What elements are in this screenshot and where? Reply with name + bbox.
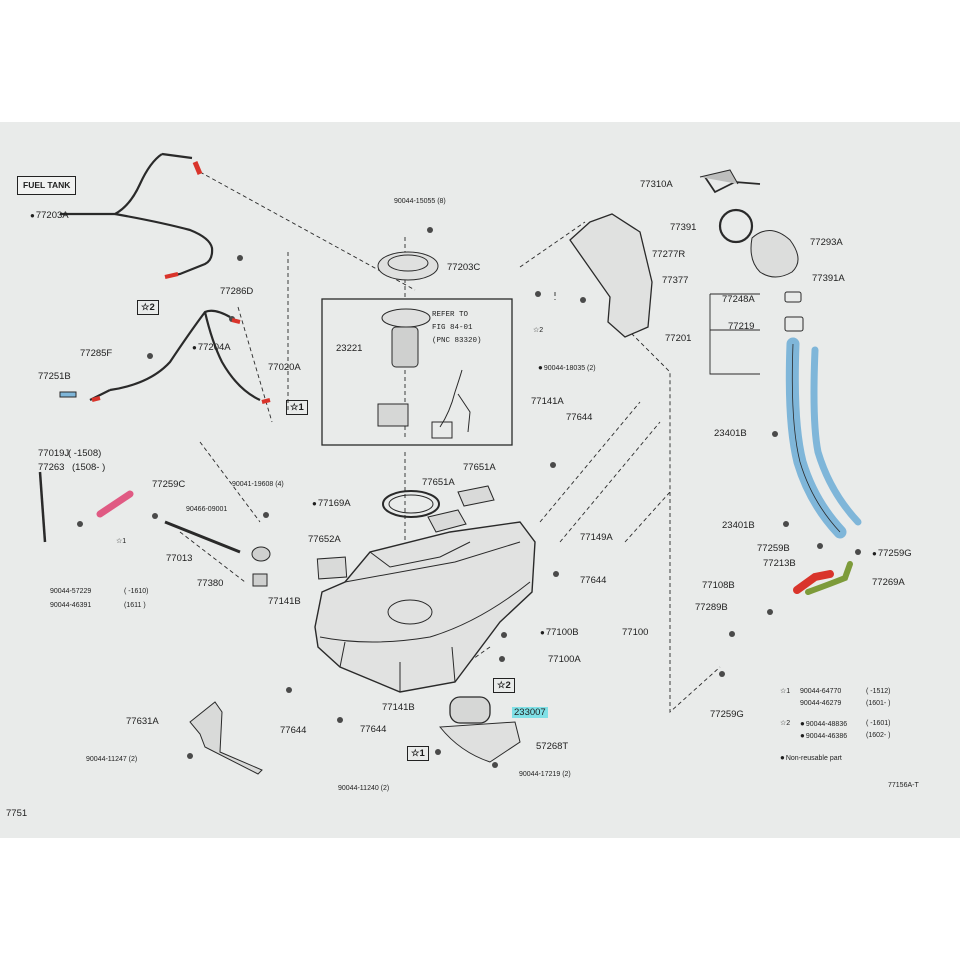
part-label-77269A[interactable]: 77269A [872, 577, 905, 588]
part-label-77310A[interactable]: 77310A [640, 179, 673, 190]
legend-star1-pn2: 90044-46279 [800, 700, 842, 707]
part-label-77100[interactable]: 77100 [622, 627, 649, 638]
part-label-77263[interactable]: 77263 [38, 462, 65, 473]
part-label-77201[interactable]: 77201 [665, 333, 692, 344]
part-label-90044-15055[interactable]: 90044-15055 (8) [394, 198, 446, 205]
star-mark-1b: ☆1 [116, 538, 127, 545]
part-label-77651A-right[interactable]: 77651A [463, 462, 496, 473]
part-label-23401B-upper[interactable]: 23401B [714, 428, 747, 439]
part-label-77259G-upper[interactable]: 77259G [872, 548, 912, 559]
legend-star2-pn: 90044-48836 [800, 718, 847, 730]
page-ref: 7751 [6, 808, 28, 819]
part-label-77251B[interactable]: 77251B [38, 371, 71, 382]
part-label-77377[interactable]: 77377 [662, 275, 689, 286]
part-label-77644-top[interactable]: 77644 [566, 412, 593, 423]
part-label-77293A[interactable]: 77293A [810, 237, 843, 248]
part-label-90044-11240[interactable]: 90044-11240 (2) [338, 785, 390, 792]
part-label-77108B[interactable]: 77108B [702, 580, 735, 591]
range-1611: (1611 ) [124, 602, 146, 609]
part-label-77248A[interactable]: 77248A [722, 294, 755, 305]
star-mark-1c: ☆1 [407, 746, 429, 761]
part-label-90044-18035[interactable]: 90044-18035 (2) [538, 362, 596, 374]
part-label-77013[interactable]: 77013 [166, 553, 193, 564]
part-label-77019J[interactable]: 77019J [38, 448, 70, 459]
part-label-233007-highlighted[interactable]: 233007 [512, 707, 548, 718]
legend-star2-pn2: 90044-46386 [800, 730, 847, 742]
star-mark-2: ☆2 [137, 300, 159, 315]
diagram-screen: FUEL TANK 77203A 77286D ☆2 77285F 77204A… [0, 122, 960, 838]
part-label-77286D[interactable]: 77286D [220, 286, 254, 297]
part-label-77169A[interactable]: 77169A [312, 498, 351, 509]
legend-star2-range2: (1602- ) [866, 732, 891, 739]
part-label-77652A[interactable]: 77652A [308, 534, 341, 545]
part-label-77651A-left[interactable]: 77651A [422, 477, 455, 488]
part-label-77259B[interactable]: 77259B [757, 543, 790, 554]
part-label-77203A[interactable]: 77203A [30, 210, 69, 221]
part-label-77277R[interactable]: 77277R [652, 249, 686, 260]
part-label-57268T[interactable]: 57268T [536, 741, 569, 752]
part-label-77289B[interactable]: 77289B [695, 602, 728, 613]
star-mark-1: ☆1 [286, 400, 308, 415]
star-mark-2b: ☆2 [533, 327, 544, 334]
range-1610: ( -1610) [124, 588, 149, 595]
part-label-77380[interactable]: 77380 [197, 578, 224, 589]
part-label-90044-11247[interactable]: 90044-11247 (2) [86, 756, 138, 763]
range-1508-end: ( -1508) [68, 448, 102, 459]
part-label-77391A[interactable]: 77391A [812, 273, 845, 284]
range-1508-start: (1508- ) [72, 462, 106, 473]
figure-id: 77156A-T [888, 782, 919, 789]
part-label-77259C[interactable]: 77259C [152, 479, 186, 490]
part-label-77631A[interactable]: 77631A [126, 716, 159, 727]
star-mark-2c: ☆2 [493, 678, 515, 693]
part-label-77213B[interactable]: 77213B [763, 558, 796, 569]
legend-star1-mark: ☆1 [780, 688, 791, 695]
diagram-title: FUEL TANK [17, 176, 77, 195]
part-label-77644-right[interactable]: 77644 [580, 575, 607, 586]
part-label-77141B-left[interactable]: 77141B [268, 596, 301, 607]
part-label-77644-bottom-left[interactable]: 77644 [280, 725, 307, 736]
refer-box-line1: REFER TO [432, 311, 469, 319]
part-label-77285F[interactable]: 77285F [80, 348, 113, 359]
part-label-77020A[interactable]: 77020A [268, 362, 301, 373]
legend-star1-pn: 90044-64770 [800, 688, 842, 695]
refer-box-line3: (PNC 83320) [432, 337, 482, 345]
part-label-23221[interactable]: 23221 [336, 343, 363, 354]
part-label-77259G-lower[interactable]: 77259G [710, 709, 744, 720]
refer-box-line2: FIG 84-01 [432, 324, 473, 332]
legend-star2-range: ( -1601) [866, 720, 891, 727]
part-label-90041-19608[interactable]: 90041-19608 (4) [232, 481, 284, 488]
part-label-23401B-lower[interactable]: 23401B [722, 520, 755, 531]
part-label-77100B[interactable]: 77100B [540, 627, 579, 638]
part-label-77204A[interactable]: 77204A [192, 342, 231, 353]
part-label-90466-09001[interactable]: 90466-09001 [186, 506, 228, 513]
legend-star1-range2: (1601- ) [866, 700, 891, 707]
part-label-90044-17219[interactable]: 90044-17219 (2) [519, 771, 571, 778]
legend-non-reusable-note: Non-reusable part [780, 752, 842, 764]
part-label-77100A[interactable]: 77100A [548, 654, 581, 665]
legend-star1-range: ( -1512) [866, 688, 891, 695]
part-label-90044-46391[interactable]: 90044-46391 [50, 602, 92, 609]
part-label-77219[interactable]: 77219 [728, 321, 755, 332]
parts-diagram-drawing [38, 152, 862, 775]
part-label-77141A[interactable]: 77141A [531, 396, 564, 407]
part-label-77149A[interactable]: 77149A [580, 532, 613, 543]
part-label-77203C[interactable]: 77203C [447, 262, 481, 273]
part-label-77391[interactable]: 77391 [670, 222, 697, 233]
part-label-77141B-bottom[interactable]: 77141B [382, 702, 415, 713]
part-label-90044-57229[interactable]: 90044-57229 [50, 588, 92, 595]
legend-star2-mark: ☆2 [780, 720, 791, 727]
part-label-77644-bottom[interactable]: 77644 [360, 724, 387, 735]
